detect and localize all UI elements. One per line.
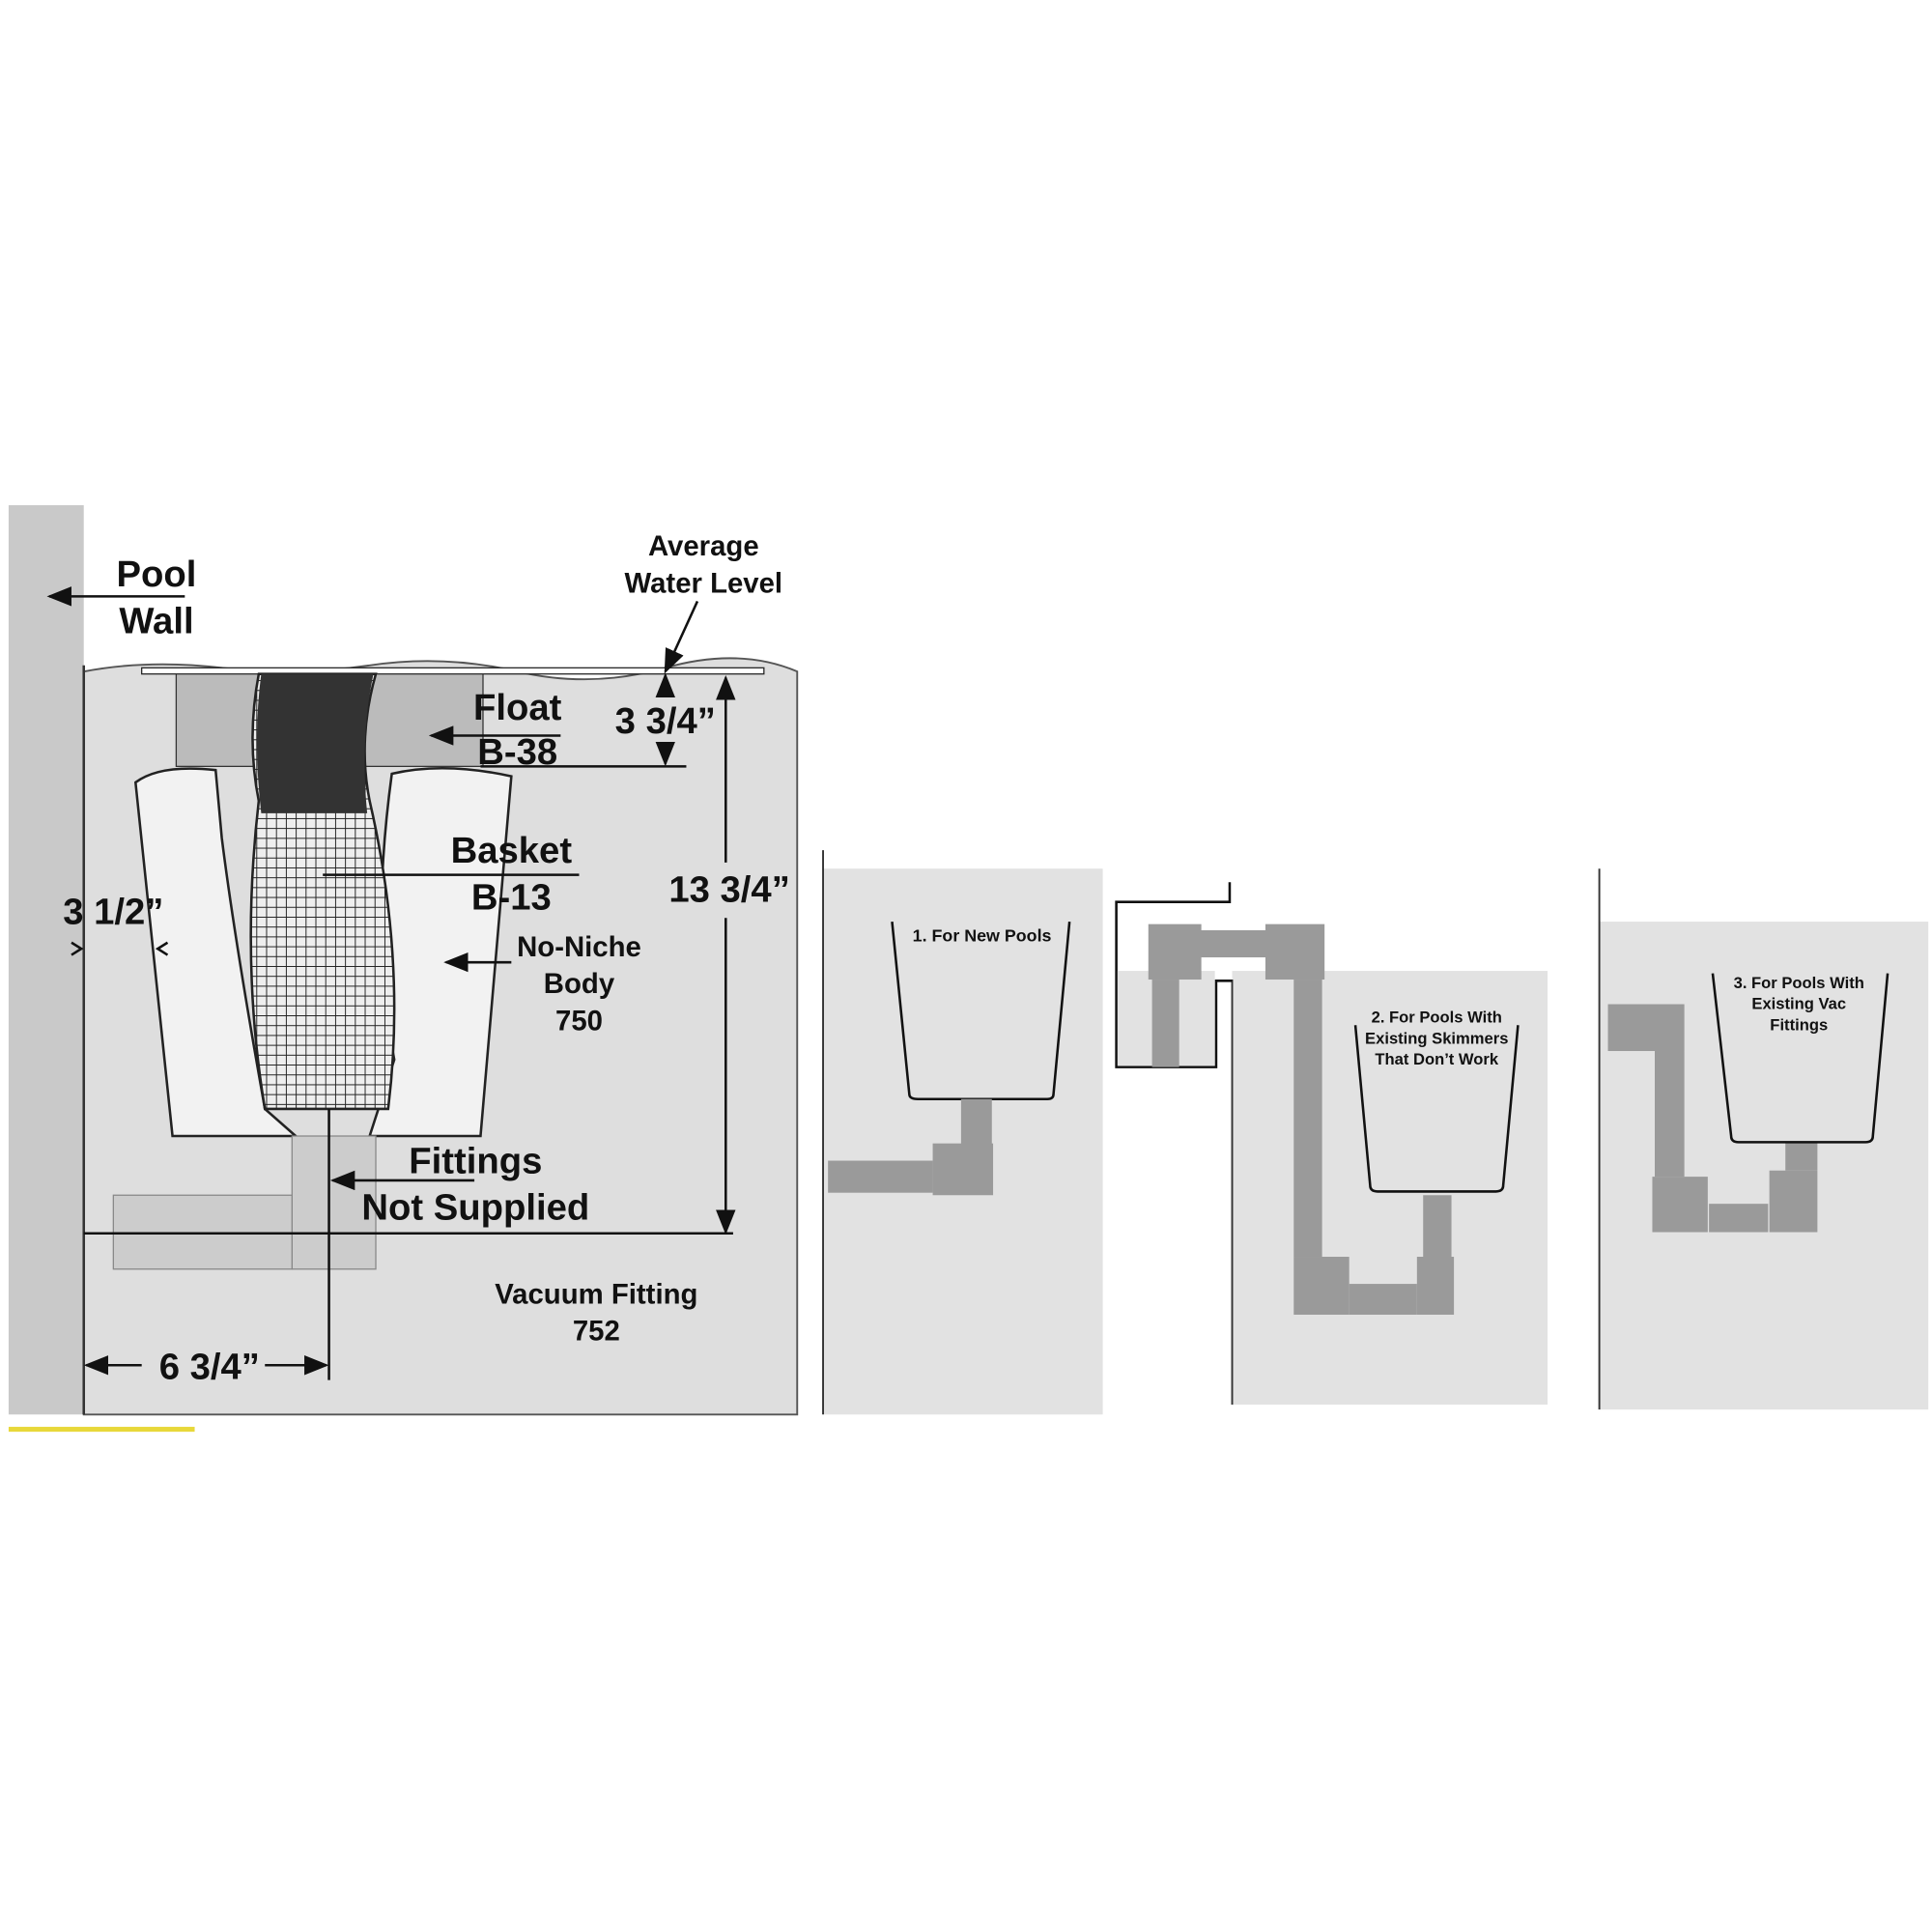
label-pool: Pool xyxy=(117,554,197,595)
old-skimmer-outline xyxy=(1115,882,1233,1068)
label-average: Average xyxy=(648,530,759,562)
dimension-side-gap: 3 1/2” xyxy=(63,892,163,933)
fitting-vertical xyxy=(291,1135,377,1270)
label-not-supplied: Not Supplied xyxy=(361,1187,589,1229)
label-basket-part: B-13 xyxy=(471,876,552,918)
panel-3-title-line-2: Existing Vac xyxy=(1751,995,1846,1013)
panel-2-title-line-3: That Don’t Work xyxy=(1375,1050,1498,1068)
panel-new-pools: 1. For New Pools xyxy=(822,850,1103,1415)
pool-wall xyxy=(8,504,84,1415)
skimmer-outline xyxy=(1353,1025,1520,1193)
dimension-offset: 6 3/4” xyxy=(159,1346,260,1387)
main-cross-section: Pool Wall Average Water Level Float B-38… xyxy=(8,504,799,1433)
panel-2-title-line-1: 2. For Pools With xyxy=(1372,1009,1502,1027)
dimension-float-depth: 3 3/4” xyxy=(615,700,716,742)
label-no-niche: No-Niche xyxy=(517,931,641,963)
dimension-total-height: 13 3/4” xyxy=(668,869,789,911)
panel-3-title-line-1: 3. For Pools With xyxy=(1734,974,1864,992)
panel-existing-vac-fittings: 3. For Pools With Existing Vac Fittings xyxy=(1598,868,1929,1410)
label-body: Body xyxy=(544,968,615,1000)
accent-line xyxy=(8,1427,195,1433)
label-body-part: 750 xyxy=(555,1005,603,1037)
panel-3-title-line-3: Fittings xyxy=(1770,1015,1828,1034)
panel-2-title-line-2: Existing Skimmers xyxy=(1365,1029,1508,1047)
label-float: Float xyxy=(473,687,562,728)
skimmer-rim xyxy=(141,667,765,675)
label-fittings: Fittings xyxy=(409,1140,542,1181)
label-water-level: Water Level xyxy=(625,568,783,600)
float xyxy=(256,673,374,813)
label-vacuum-part: 752 xyxy=(573,1316,620,1348)
label-basket: Basket xyxy=(451,830,573,871)
skimmer-outline xyxy=(1711,973,1889,1144)
panel-existing-skimmers: 2. For Pools With Existing Skimmers That… xyxy=(1115,882,1548,1406)
label-vacuum-fitting: Vacuum Fitting xyxy=(495,1278,697,1310)
label-wall: Wall xyxy=(119,601,193,642)
panel-1-title: 1. For New Pools xyxy=(913,925,1052,945)
